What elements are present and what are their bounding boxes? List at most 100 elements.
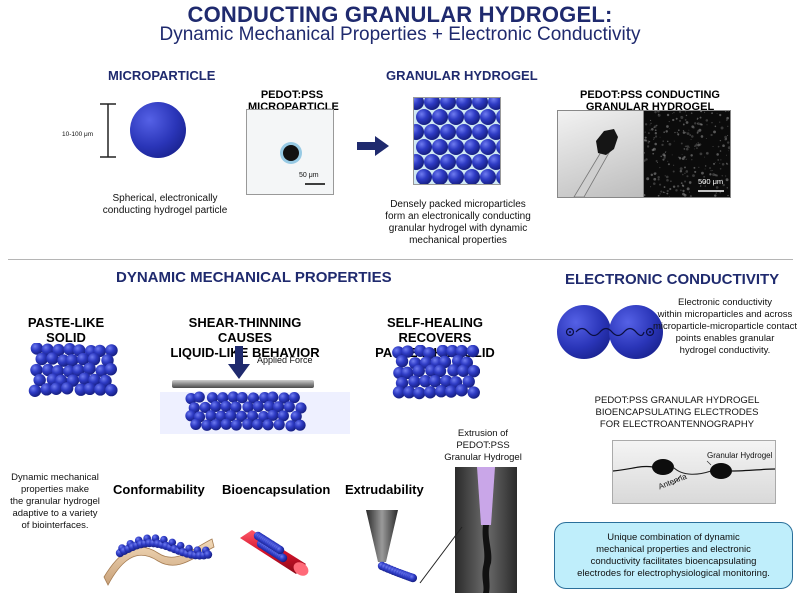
granular-hydrogel-heading: GRANULAR HYDROGEL bbox=[386, 68, 538, 83]
dynamic-note-line5: of biointerfaces. bbox=[21, 520, 89, 531]
particle bbox=[472, 124, 488, 140]
sem-grain bbox=[669, 128, 670, 130]
sem-grain bbox=[727, 135, 729, 137]
particle bbox=[105, 383, 118, 397]
sem-grain bbox=[711, 170, 713, 172]
particle bbox=[262, 419, 274, 431]
particle bbox=[283, 401, 295, 413]
sem-grain bbox=[721, 179, 723, 181]
sem-grain bbox=[654, 135, 658, 138]
sem-grain bbox=[650, 173, 654, 177]
sem-grain bbox=[649, 119, 652, 122]
paste-like-cluster bbox=[28, 343, 118, 397]
callout-line bbox=[419, 526, 463, 584]
paste-like-label: PASTE-LIKE SOLID bbox=[27, 315, 105, 345]
granular-caption-line4: mechanical properties bbox=[409, 235, 507, 246]
down-arrow-icon bbox=[228, 346, 250, 379]
sem-grain bbox=[693, 166, 696, 169]
particle bbox=[41, 363, 55, 377]
particle bbox=[436, 345, 450, 358]
sem-grain bbox=[719, 113, 722, 117]
sem-grain bbox=[697, 142, 699, 144]
sem-grain bbox=[666, 113, 670, 117]
sem-grain bbox=[701, 171, 704, 175]
sem-grain bbox=[659, 166, 661, 169]
particle bbox=[273, 419, 285, 431]
particle bbox=[199, 401, 211, 414]
granular-caption: Densely packed microparticles form an el… bbox=[378, 199, 538, 247]
sem-grain bbox=[715, 186, 719, 189]
particle bbox=[440, 154, 456, 170]
conductivity-desc-line1: Electronic conductivity bbox=[678, 297, 772, 308]
sem-grain bbox=[654, 172, 657, 175]
sem-grain bbox=[684, 172, 686, 175]
particle bbox=[87, 353, 101, 366]
sem-grain bbox=[682, 130, 685, 132]
particle bbox=[176, 541, 185, 550]
page-subtitle: Dynamic Mechanical Properties + Electron… bbox=[159, 24, 641, 45]
sem-grain bbox=[644, 136, 647, 139]
particle bbox=[423, 346, 436, 360]
particle bbox=[263, 400, 276, 412]
sem-grain bbox=[710, 133, 713, 137]
sem-grain bbox=[647, 141, 650, 144]
granular-hydrogel-photo-label: Granular Hydrogel bbox=[707, 451, 773, 460]
particle bbox=[392, 386, 406, 399]
sem-grain bbox=[685, 170, 689, 173]
particle bbox=[438, 355, 452, 369]
particle bbox=[193, 391, 205, 403]
sem-grain bbox=[675, 117, 678, 120]
sem-grain bbox=[689, 182, 691, 185]
sem-grain bbox=[696, 122, 698, 124]
sem-grain bbox=[711, 112, 713, 115]
sem-grain bbox=[659, 193, 661, 195]
sem-grain bbox=[719, 139, 722, 142]
conductivity-desc-line5: hydrogel conductivity. bbox=[679, 345, 771, 356]
sem-grain bbox=[672, 185, 676, 188]
sem-grain bbox=[721, 175, 723, 177]
electrode-heading-line3: FOR ELECTROANTENNOGRAPHY bbox=[599, 419, 755, 430]
sem-grain bbox=[662, 153, 666, 157]
particle bbox=[455, 384, 468, 397]
sem-grain bbox=[665, 130, 668, 133]
particle bbox=[413, 386, 426, 400]
sem-grain bbox=[681, 154, 683, 156]
page-title: CONDUCTING GRANULAR HYDROGEL: bbox=[187, 2, 613, 27]
particle bbox=[63, 365, 76, 378]
extrusion-caption-line3: Granular Hydrogel bbox=[444, 452, 522, 463]
sem-grain bbox=[666, 178, 669, 182]
sem-grain bbox=[705, 151, 709, 155]
sem-grain bbox=[697, 122, 700, 125]
sem-grain bbox=[656, 161, 658, 163]
particle bbox=[447, 364, 460, 377]
particle bbox=[294, 419, 306, 431]
microparticle-illustration bbox=[100, 102, 186, 158]
particle bbox=[83, 362, 96, 375]
sem-grain bbox=[704, 111, 706, 113]
sem-grain bbox=[646, 177, 650, 181]
sem-grain bbox=[714, 125, 717, 128]
particle bbox=[63, 343, 76, 356]
particle bbox=[185, 410, 197, 422]
sem-grain bbox=[667, 163, 670, 166]
particle bbox=[462, 375, 475, 388]
particle bbox=[205, 410, 217, 422]
sem-scale-bar bbox=[698, 190, 724, 192]
sem-grain bbox=[655, 159, 658, 162]
particle bbox=[242, 418, 254, 430]
sem-grain bbox=[692, 174, 695, 178]
sem-grain bbox=[694, 144, 698, 147]
sem-grain bbox=[725, 119, 728, 121]
sem-grain bbox=[649, 129, 651, 131]
sem-grain bbox=[725, 178, 729, 182]
particle bbox=[40, 383, 53, 396]
particle bbox=[220, 418, 232, 430]
particle bbox=[448, 169, 464, 184]
sem-grain bbox=[657, 194, 660, 197]
sem-grain bbox=[660, 155, 662, 158]
extrusion-photo-graphic bbox=[477, 467, 495, 593]
sem-grain bbox=[686, 175, 689, 178]
sem-grain bbox=[711, 122, 713, 124]
sem-grain bbox=[676, 131, 679, 134]
sem-grain bbox=[644, 139, 647, 142]
